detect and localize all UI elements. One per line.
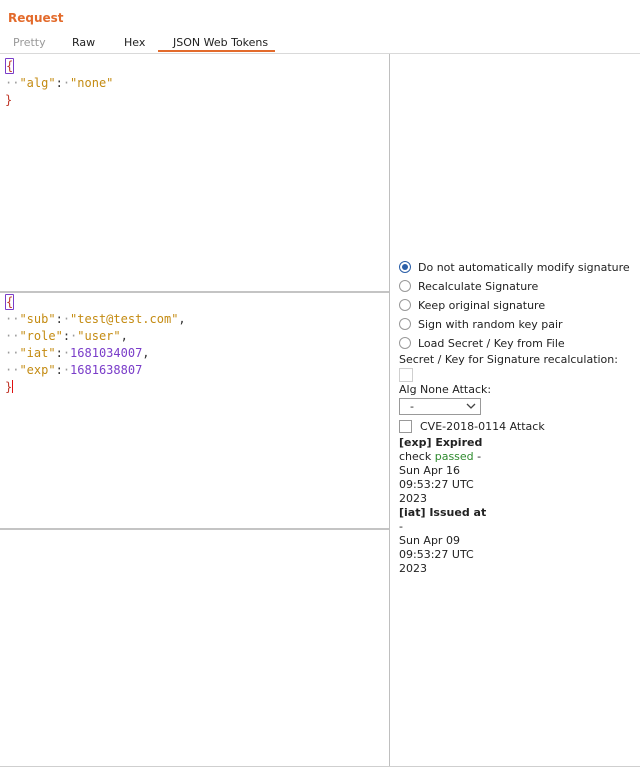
close-brace: } bbox=[5, 380, 13, 394]
json-value-role: "user" bbox=[77, 329, 121, 343]
cve-attack-label: CVE-2018-0114 Attack bbox=[420, 419, 545, 433]
radio-icon[interactable] bbox=[399, 337, 411, 349]
editor-area: { ··"alg":·"none" } { ··"sub":·"test@tes… bbox=[0, 54, 390, 766]
open-brace: { bbox=[5, 58, 15, 74]
json-key-sub: "sub" bbox=[19, 312, 56, 326]
iat-date-line: Sun Apr 09 bbox=[399, 534, 460, 547]
json-value-exp: 1681638807 bbox=[70, 363, 143, 377]
alg-none-value: - bbox=[410, 400, 414, 413]
exp-passed-status: passed bbox=[434, 450, 474, 463]
radio-icon[interactable] bbox=[399, 318, 411, 330]
iat-dash: - bbox=[399, 520, 403, 533]
exp-check-label: check bbox=[399, 450, 432, 463]
json-value-alg: "none" bbox=[70, 76, 114, 90]
json-key-iat: "iat" bbox=[19, 346, 56, 360]
option-random-key[interactable]: Sign with random key pair bbox=[399, 315, 563, 333]
bottom-divider bbox=[0, 766, 640, 767]
request-title: Request bbox=[8, 11, 64, 25]
tab-json-web-tokens[interactable]: JSON Web Tokens bbox=[173, 36, 269, 49]
option-label: Keep original signature bbox=[418, 298, 546, 312]
iat-title: [iat] Issued at bbox=[399, 506, 487, 519]
tab-bar: Pretty Raw Hex JSON Web Tokens bbox=[0, 33, 640, 53]
option-label: Recalculate Signature bbox=[418, 279, 539, 293]
option-load-from-file[interactable]: Load Secret / Key from File bbox=[399, 334, 565, 352]
json-key-alg: "alg" bbox=[19, 76, 56, 90]
claims-info: [exp] Expired check passed - Sun Apr 16 … bbox=[399, 436, 489, 576]
tabs-divider bbox=[0, 53, 640, 54]
exp-dash: - bbox=[477, 450, 482, 463]
secret-key-label: Secret / Key for Signature recalculation… bbox=[399, 353, 618, 366]
option-recalculate[interactable]: Recalculate Signature bbox=[399, 277, 538, 295]
json-key-role: "role" bbox=[19, 329, 63, 343]
json-value-iat: 1681034007 bbox=[70, 346, 143, 360]
tab-pretty[interactable]: Pretty bbox=[13, 36, 46, 49]
option-do-not-modify[interactable]: Do not automatically modify signature bbox=[399, 258, 630, 276]
text-cursor bbox=[12, 380, 14, 393]
secret-key-input[interactable] bbox=[399, 368, 413, 382]
json-value-sub: "test@test.com" bbox=[70, 312, 179, 326]
option-keep-original[interactable]: Keep original signature bbox=[399, 296, 545, 314]
open-brace: { bbox=[5, 294, 15, 310]
chevron-down-icon bbox=[466, 403, 476, 409]
exp-time-line: 09:53:27 UTC bbox=[399, 478, 474, 491]
tab-raw[interactable]: Raw bbox=[72, 36, 96, 49]
radio-selected-icon[interactable] bbox=[399, 261, 411, 273]
tab-hex[interactable]: Hex bbox=[124, 36, 146, 49]
iat-year-line: 2023 bbox=[399, 562, 427, 575]
active-tab-indicator bbox=[158, 50, 275, 52]
alg-none-label: Alg None Attack: bbox=[399, 383, 492, 396]
option-label: Do not automatically modify signature bbox=[418, 260, 630, 274]
exp-title: [exp] Expired bbox=[399, 436, 483, 449]
alg-none-select[interactable]: - bbox=[399, 398, 481, 415]
jwt-signature-editor[interactable] bbox=[0, 530, 389, 766]
exp-year-line: 2023 bbox=[399, 492, 427, 505]
exp-date-line: Sun Apr 16 bbox=[399, 464, 460, 477]
option-label: Load Secret / Key from File bbox=[418, 336, 565, 350]
radio-icon[interactable] bbox=[399, 299, 411, 311]
cve-attack-option[interactable]: CVE-2018-0114 Attack bbox=[399, 418, 545, 434]
radio-icon[interactable] bbox=[399, 280, 411, 292]
json-key-exp: "exp" bbox=[19, 363, 56, 377]
close-brace: } bbox=[5, 93, 13, 107]
iat-time-line: 09:53:27 UTC bbox=[399, 548, 474, 561]
editor-split-handle[interactable] bbox=[0, 291, 389, 293]
cve-attack-checkbox[interactable] bbox=[399, 419, 412, 433]
option-label: Sign with random key pair bbox=[418, 317, 563, 331]
jwt-payload-editor[interactable]: { ··"sub":·"test@test.com", ··"role":·"u… bbox=[5, 294, 186, 394]
jwt-header-editor[interactable]: { ··"alg":·"none" } bbox=[5, 58, 114, 107]
editor-split-handle[interactable] bbox=[0, 528, 389, 530]
